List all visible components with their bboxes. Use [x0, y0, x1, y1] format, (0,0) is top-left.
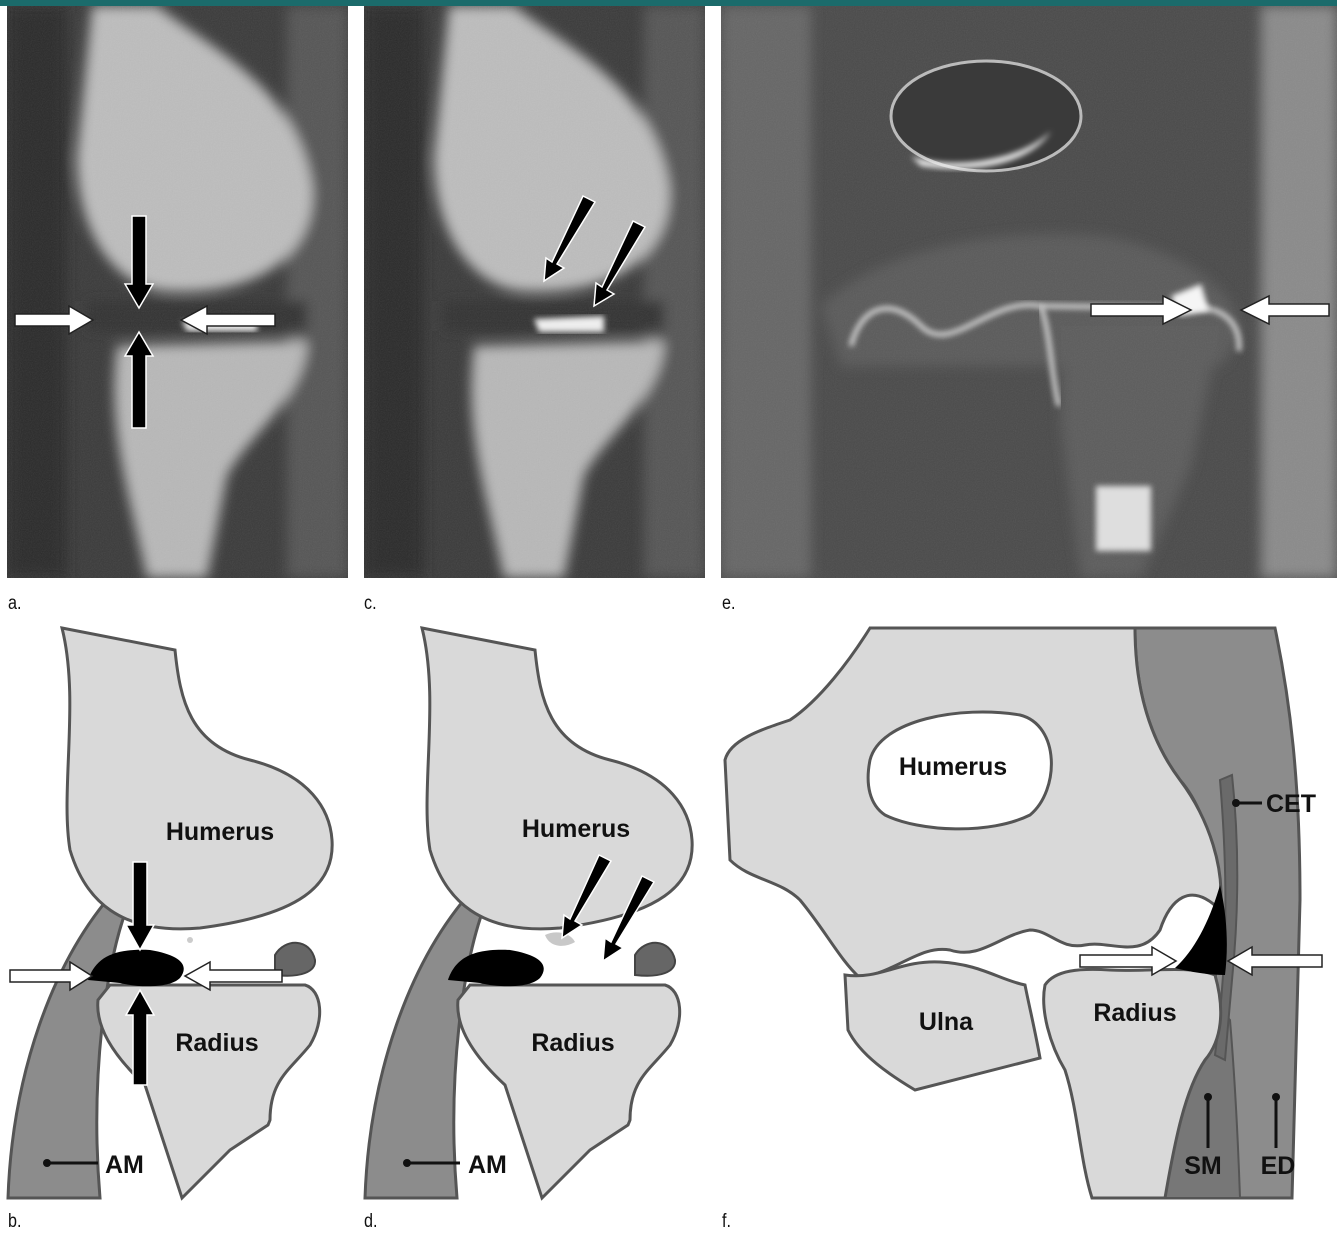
panel-label-c: c.	[364, 593, 377, 615]
diagram-panel-b: Humerus Radius AM	[0, 615, 345, 1205]
panel-label-f: f.	[722, 1211, 731, 1233]
am-label: AM	[468, 1151, 507, 1179]
humerus-label: Humerus	[522, 815, 630, 843]
am-label: AM	[105, 1151, 144, 1179]
panel-label-b: b.	[8, 1211, 21, 1233]
humerus-shape	[62, 628, 332, 929]
panel-label-a: a.	[8, 593, 21, 615]
mri-panel-c	[364, 6, 705, 578]
ulna-label: Ulna	[919, 1008, 974, 1036]
humerus-label: Humerus	[899, 753, 1007, 781]
radius-label: Radius	[175, 1029, 258, 1057]
sm-label: SM	[1184, 1152, 1222, 1180]
panel-label-d: d.	[364, 1211, 377, 1233]
diagram-panel-f: Humerus Ulna Radius CET SM ED	[718, 615, 1337, 1205]
ed-label: ED	[1261, 1152, 1296, 1180]
diagram-panel-d: Humerus Radius AM	[360, 615, 705, 1205]
radius-label: Radius	[1093, 999, 1176, 1027]
humerus-label: Humerus	[166, 818, 274, 846]
panel-label-e: e.	[722, 593, 735, 615]
mri-panel-e	[721, 6, 1337, 578]
cet-label: CET	[1266, 790, 1316, 818]
radius-label: Radius	[531, 1029, 614, 1057]
mri-panel-a	[7, 6, 348, 578]
